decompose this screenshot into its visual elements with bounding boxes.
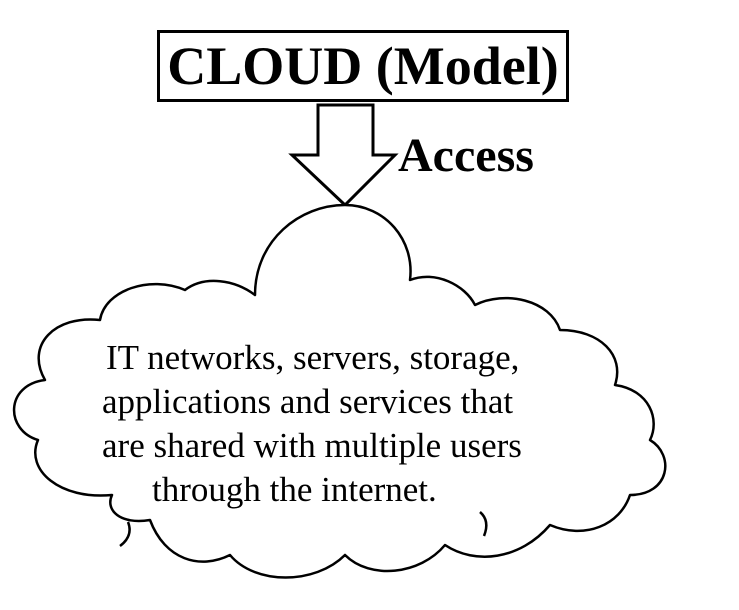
cloud-model-title-box: CLOUD (Model)	[157, 30, 569, 102]
access-label: Access	[398, 129, 534, 182]
cloud-description-line: applications and services that	[102, 382, 514, 421]
cloud-tail-left	[119, 521, 131, 547]
cloud-description-line: IT networks, servers, storage,	[106, 338, 520, 377]
cloud-description-line: are shared with multiple users	[102, 426, 522, 465]
cloud-tail-right	[479, 511, 488, 537]
diagram-title: CLOUD (Model)	[167, 36, 559, 96]
cloud-description: IT networks, servers, storage, applicati…	[98, 336, 598, 512]
down-arrow-icon	[288, 103, 399, 208]
cloud-shape-icon	[12, 203, 667, 579]
cloud-description-line: through the internet.	[152, 470, 437, 509]
